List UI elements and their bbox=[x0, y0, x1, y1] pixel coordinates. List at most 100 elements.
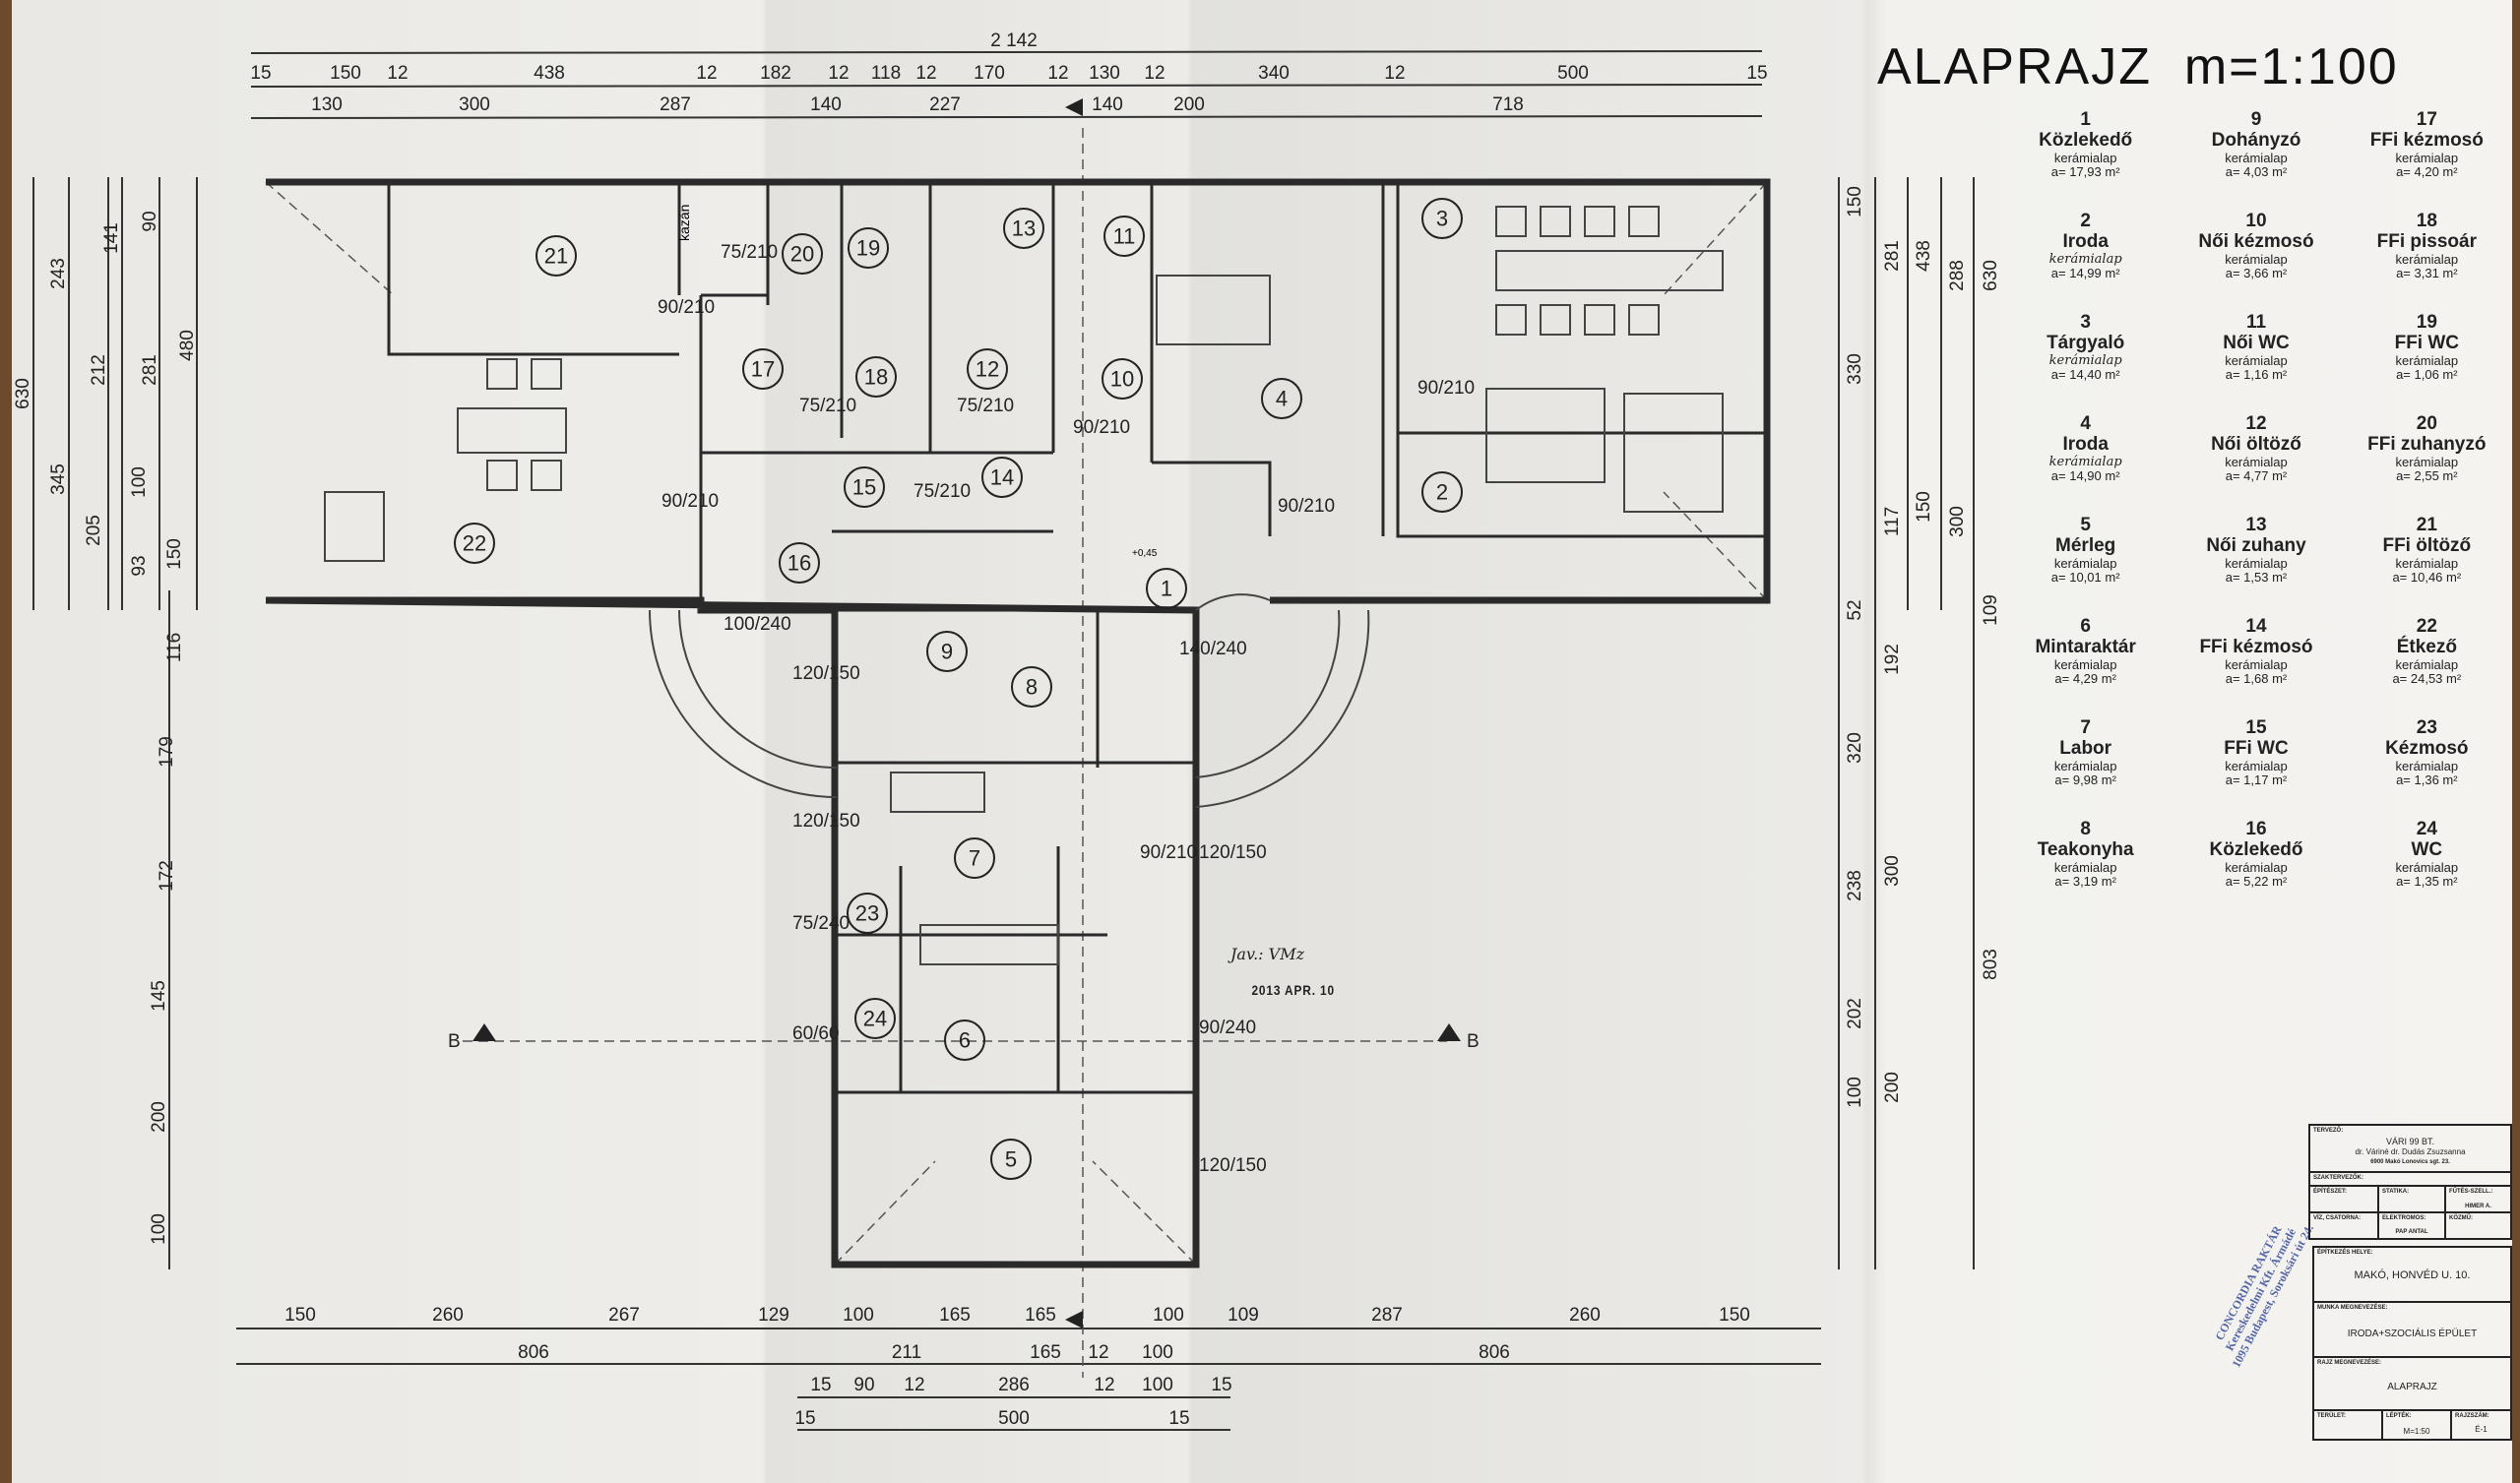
number-label: RAJZSZÁM: bbox=[2455, 1413, 2489, 1419]
dimension-label: 287 bbox=[1371, 1305, 1403, 1326]
room-material: kerámialap bbox=[2053, 758, 2117, 773]
dimension-label: 718 bbox=[1492, 94, 1524, 115]
dimension-label: 150 bbox=[1914, 491, 1934, 523]
room-number-label: 4 bbox=[1276, 387, 1288, 411]
dimension-label: 100 bbox=[1142, 1375, 1173, 1395]
room-circle bbox=[954, 837, 995, 879]
room-area: a= 1,36 m² bbox=[2396, 772, 2458, 788]
room-circle bbox=[1003, 208, 1044, 249]
boiler-label: kazán bbox=[676, 205, 692, 241]
heating-value: HIMER A. bbox=[2465, 1204, 2491, 1209]
room-number: 12 bbox=[2245, 413, 2267, 434]
dimension-label: 182 bbox=[760, 63, 791, 84]
dimension-label: 500 bbox=[1557, 63, 1589, 84]
dimension-label: 281 bbox=[140, 354, 160, 386]
room-material: kerámialap bbox=[2225, 656, 2288, 672]
room-area: a= 1,06 m² bbox=[2396, 367, 2458, 383]
room-number: 4 bbox=[2080, 413, 2091, 434]
dimension-label: 12 bbox=[915, 63, 936, 84]
drawing-label: RAJZ MEGNEVEZÉSE: bbox=[2317, 1360, 2382, 1366]
room-area: a= 1,35 m² bbox=[2396, 874, 2458, 890]
dimension-label: 15 bbox=[1168, 1408, 1189, 1429]
dimension-label: 15 bbox=[810, 1375, 831, 1395]
room-number-label: 22 bbox=[463, 531, 486, 556]
dimension-label: 165 bbox=[939, 1305, 971, 1326]
room-area: a= 4,29 m² bbox=[2054, 671, 2116, 687]
section-arrow-left-icon bbox=[472, 1023, 496, 1041]
dimension-label: 202 bbox=[1845, 998, 1865, 1029]
room-number: 20 bbox=[2416, 413, 2437, 434]
designer-name: dr. Váriné dr. Dudás Zsuzsanna bbox=[2355, 1147, 2466, 1156]
furniture bbox=[324, 206, 1724, 965]
room-name: FFi WC bbox=[2394, 332, 2460, 353]
room-circle bbox=[967, 348, 1008, 390]
room-circle bbox=[990, 1139, 1032, 1180]
dimension-label: 100 bbox=[149, 1213, 169, 1245]
room-number-label: 23 bbox=[855, 901, 879, 926]
room-name: Dohányzó bbox=[2211, 129, 2301, 151]
room-material: kerámialap bbox=[2225, 251, 2288, 267]
dimension-label: 141 bbox=[101, 222, 122, 254]
room-number: 11 bbox=[2245, 312, 2267, 333]
room-number-label: 24 bbox=[863, 1007, 887, 1031]
room-material: kerámialap bbox=[2053, 150, 2117, 165]
room-name: Teakonyha bbox=[2037, 838, 2134, 860]
room-name: Étkező bbox=[2396, 636, 2457, 657]
room-material: kerámialap bbox=[2225, 352, 2288, 368]
room-circle bbox=[1421, 471, 1463, 513]
room-area: a= 24,53 m² bbox=[2392, 671, 2462, 687]
area-label: TERÜLET: bbox=[2317, 1413, 2346, 1419]
room-number: 6 bbox=[2080, 616, 2091, 637]
entrance-arcs bbox=[649, 593, 1370, 808]
room-number: 21 bbox=[2416, 515, 2437, 535]
dimension-label: 480 bbox=[177, 330, 198, 361]
room-number-label: 3 bbox=[1436, 207, 1448, 231]
room-area: a= 10,01 m² bbox=[2050, 570, 2120, 586]
room-number-label: 20 bbox=[790, 242, 814, 267]
room-number: 3 bbox=[2080, 312, 2091, 333]
dimension-label: 281 bbox=[1882, 240, 1903, 272]
dimension-label: 120/150 bbox=[1199, 842, 1267, 863]
room-number: 7 bbox=[2080, 717, 2091, 738]
room-number: 10 bbox=[2245, 211, 2267, 231]
heating-cell: FŰTÉS-SZELL.:HIMER A. bbox=[2444, 1185, 2512, 1213]
dimension-label: 90/210 bbox=[658, 297, 715, 318]
architecture-cell: ÉPÍTÉSZET: bbox=[2308, 1185, 2379, 1213]
room-circle bbox=[944, 1020, 985, 1061]
room-name: Közlekedő bbox=[2039, 129, 2133, 151]
dimension-label: 172 bbox=[157, 860, 177, 892]
room-number: 14 bbox=[2245, 616, 2267, 637]
dimension-label: 438 bbox=[1914, 240, 1934, 272]
dimension-label: 90/210 bbox=[1418, 378, 1475, 399]
room-material: kerámialap bbox=[2395, 656, 2459, 672]
room-material: kerámialap bbox=[2395, 352, 2459, 368]
axis-marker-bottom-icon bbox=[1065, 1311, 1083, 1329]
room-circle bbox=[855, 356, 897, 398]
walls bbox=[265, 178, 1771, 1268]
scale-cell: LÉPTÉK:M=1:50 bbox=[2381, 1409, 2452, 1441]
dimension-label: 211 bbox=[892, 1342, 921, 1363]
room-material: kerámialap bbox=[2048, 251, 2122, 267]
room-number: 13 bbox=[2245, 515, 2267, 535]
dimension-label: 200 bbox=[1173, 94, 1205, 115]
statics-label: STATIKA: bbox=[2382, 1189, 2410, 1195]
room-area: a= 14,90 m² bbox=[2050, 468, 2120, 484]
work-cell: MUNKA MEGNEVEZÉSE:IRODA+SZOCIÁLIS ÉPÜLET bbox=[2312, 1301, 2512, 1358]
room-number: 18 bbox=[2416, 211, 2437, 231]
dimension-label: 75/210 bbox=[799, 396, 856, 416]
dimension-label: 227 bbox=[929, 94, 961, 115]
dimension-label: 438 bbox=[534, 63, 565, 84]
dimension-label: 150 bbox=[1845, 186, 1865, 217]
room-number-label: 8 bbox=[1026, 675, 1038, 700]
number-cell: RAJZSZÁM:É-1 bbox=[2450, 1409, 2512, 1441]
dimension-label: 12 bbox=[696, 63, 717, 84]
room-circle bbox=[981, 457, 1023, 498]
